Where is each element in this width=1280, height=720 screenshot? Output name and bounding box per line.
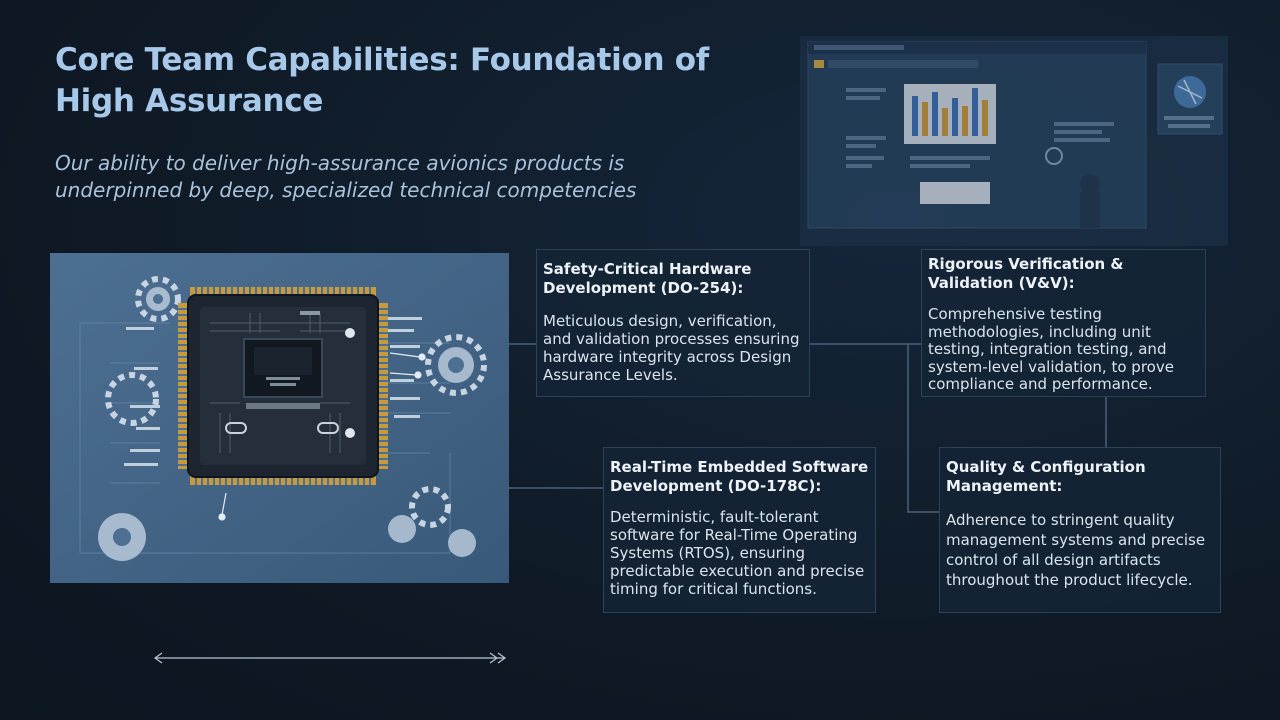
capability-body-verification: Comprehensive testing methodologies, inc…: [928, 305, 1174, 393]
double-arrow-icon: [153, 652, 507, 664]
capability-body-software: Deterministic, fault-tolerant software f…: [610, 508, 865, 598]
capability-body-quality: Adherence to stringent quality managemen…: [946, 511, 1206, 589]
capability-card-quality: Quality & Configuration Management: Adhe…: [939, 447, 1221, 613]
microchip-blueprint-image: [50, 253, 509, 583]
capability-card-hardware: Safety-Critical Hardware Development (DO…: [536, 249, 810, 397]
dashboard-screenshot-image: [800, 36, 1228, 246]
capability-title-hardware: Safety-Critical Hardware Development (DO…: [543, 260, 752, 297]
capability-title-software: Real-Time Embedded Software Development …: [610, 458, 869, 495]
capability-title-quality: Quality & Configuration Management:: [946, 458, 1146, 495]
capability-card-software: Real-Time Embedded Software Development …: [603, 447, 876, 613]
capability-card-verification: Rigorous Verification & Validation (V&V)…: [921, 249, 1206, 397]
capability-body-hardware: Meticulous design, verification, and val…: [543, 312, 800, 384]
slide-subtitle: Our ability to deliver high-assurance av…: [55, 151, 637, 202]
slide-title: Core Team Capabilities: Foundation of Hi…: [55, 42, 709, 119]
capability-title-verification: Rigorous Verification & Validation (V&V)…: [928, 255, 1124, 292]
